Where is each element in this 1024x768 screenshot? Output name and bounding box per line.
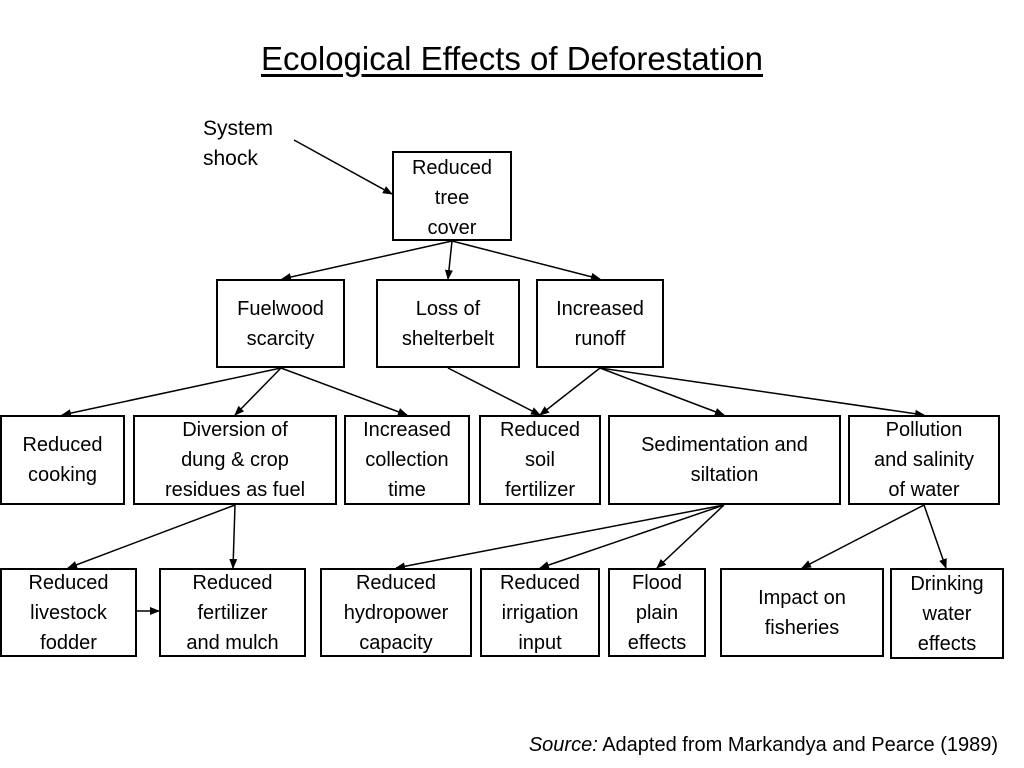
arrow-sedimentation-to-irrigation	[539, 504, 725, 569]
node-reduced-soil-fertilizer: Reduced soil fertilizer	[479, 415, 601, 505]
arrow-runoff-to-soil	[539, 367, 601, 416]
arrow-shock-to-tree-cover	[293, 139, 393, 195]
node-loss-of-shelterbelt: Loss of shelterbelt	[376, 279, 520, 368]
arrow-pollution-to-fisheries	[801, 504, 925, 569]
arrow-diversion-to-fertilizer	[229, 504, 238, 569]
node-reduced-fertilizer-and-mulch: Reduced fertilizer and mulch	[159, 568, 306, 657]
node-pollution-and-salinity: Pollution and salinity of water	[848, 415, 1000, 505]
source-citation: Source: Adapted from Markandya and Pearc…	[529, 734, 998, 757]
node-impact-on-fisheries: Impact on fisheries	[720, 568, 884, 657]
system-shock-label: System shock	[203, 117, 274, 170]
node-reduced-livestock-fodder: Reduced livestock fodder	[0, 568, 137, 657]
source-text: Adapted from Markandya and Pearce (1989)	[597, 734, 998, 756]
node-diversion-of-dung: Diversion of dung & crop residues as fue…	[133, 415, 337, 505]
arrow-shelterbelt-to-soil	[447, 367, 541, 416]
source-label: Source:	[528, 734, 598, 756]
node-reduced-cooking: Reduced cooking	[0, 415, 125, 505]
arrow-runoff-to-pollution	[599, 367, 925, 418]
arrow-tree-cover-to-runoff	[451, 240, 601, 281]
node-increased-collection-time: Increased collection time	[344, 415, 470, 505]
arrow-diversion-to-livestock	[67, 504, 236, 569]
arrow-fuelwood-to-collection	[280, 367, 408, 416]
node-reduced-tree-cover: Reduced tree cover	[392, 151, 512, 241]
arrow-tree-cover-to-shelterbelt	[444, 240, 453, 280]
arrow-pollution-to-drinking	[923, 504, 947, 569]
node-reduced-hydropower-capacity: Reduced hydropower capacity	[320, 568, 472, 657]
arrow-tree-cover-to-fuelwood	[281, 240, 453, 281]
node-increased-runoff: Increased runoff	[536, 279, 664, 368]
page-title: Ecological Effects of Deforestation	[261, 40, 763, 77]
arrow-fuelwood-to-cooking	[61, 367, 282, 418]
node-sedimentation-and-siltation: Sedimentation and siltation	[608, 415, 841, 505]
node-drinking-water-effects: Drinking water effects	[890, 568, 1004, 659]
arrow-fuelwood-to-diversion	[234, 367, 282, 416]
node-fuelwood-scarcity: Fuelwood scarcity	[216, 279, 345, 368]
node-reduced-irrigation-input: Reduced irrigation input	[480, 568, 600, 657]
arrow-sedimentation-to-flood	[656, 504, 725, 569]
arrow-runoff-to-sedimentation	[599, 367, 725, 416]
arrow-sedimentation-to-hydropower	[395, 504, 725, 571]
node-flood-plain-effects: Flood plain effects	[608, 568, 706, 657]
